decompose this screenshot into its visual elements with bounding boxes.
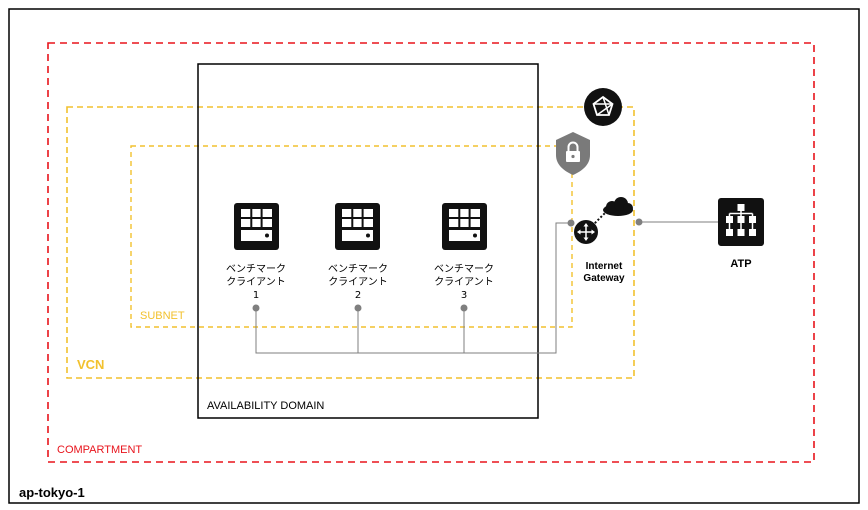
client-connector-lines xyxy=(255,221,718,354)
vcn-boundary xyxy=(66,106,635,379)
client-label-line3: 2 xyxy=(354,290,362,301)
database-structure-icon xyxy=(718,198,764,246)
client-label-line2: クライアント xyxy=(328,277,388,288)
client-label-line1: ベンチマーク xyxy=(434,264,494,275)
region-label: ap-tokyo-1 xyxy=(19,485,85,500)
router-icon xyxy=(574,220,598,244)
client-label-2: ベンチマーク クライアント 2 xyxy=(313,263,403,302)
client-label-line1: ベンチマーク xyxy=(328,264,388,275)
compartment-boundary xyxy=(47,42,815,463)
client-label-1: ベンチマーク クライアント 1 xyxy=(211,263,301,302)
region-boundary xyxy=(8,8,860,504)
availability-domain-boundary xyxy=(197,63,539,419)
gateway-cloud-link xyxy=(591,206,612,227)
server-icon xyxy=(442,203,487,250)
client-label-line3: 3 xyxy=(460,290,468,301)
server-icon xyxy=(234,203,279,250)
server-icon xyxy=(335,203,380,250)
availability-domain-label: AVAILABILITY DOMAIN xyxy=(207,400,325,412)
subnet-boundary xyxy=(130,145,573,328)
gateway-label-line2: Gateway xyxy=(583,273,625,284)
client-label-line1: ベンチマーク xyxy=(226,264,286,275)
compartment-label: COMPARTMENT xyxy=(57,444,143,456)
shield-lock-icon xyxy=(556,132,590,175)
cloud-icon xyxy=(603,197,633,216)
gateway-label-line1: Internet xyxy=(585,261,623,272)
connector-dots xyxy=(252,218,643,312)
client-label-line2: クライアント xyxy=(434,277,494,288)
atp-label: ATP xyxy=(730,258,752,270)
client-label-line3: 1 xyxy=(252,290,260,301)
vcn-label: VCN xyxy=(77,357,105,372)
network-router-icon xyxy=(584,88,622,126)
client-label-3: ベンチマーク クライアント 3 xyxy=(419,263,509,302)
client-label-line2: クライアント xyxy=(226,277,286,288)
subnet-label: SUBNET xyxy=(140,310,185,322)
gateway-label: Internet Gateway xyxy=(574,261,634,285)
